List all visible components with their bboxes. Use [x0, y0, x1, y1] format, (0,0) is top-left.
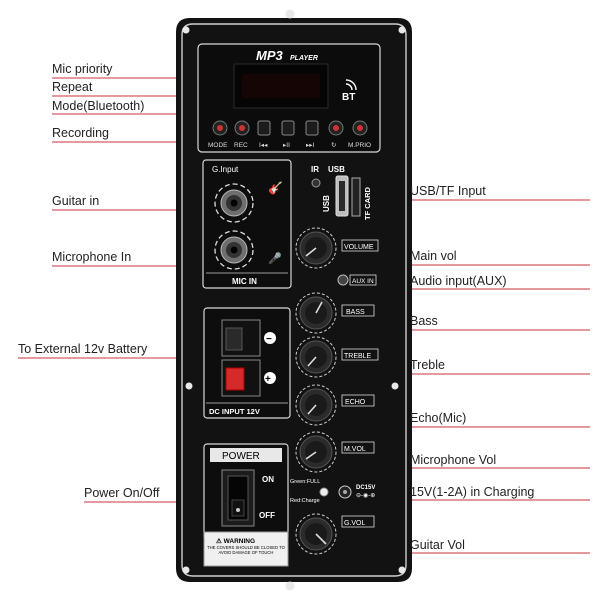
dc-input-label: DC INPUT 12V	[209, 407, 260, 416]
screw-holes	[182, 9, 406, 591]
ir-label: IR	[311, 165, 319, 174]
callout-audio-input-aux: Audio input(AUX)	[410, 274, 507, 288]
knob-gvol	[295, 513, 337, 555]
btn-play: ▸II	[283, 142, 290, 149]
knob-label-treble: TREBLE	[344, 353, 372, 360]
btn-mode: MODE	[208, 142, 228, 149]
knob-treble	[295, 336, 337, 378]
knob-mvol	[295, 431, 337, 473]
on-label: ON	[262, 475, 274, 484]
aux-in-label: AUX IN	[352, 278, 374, 285]
callout-echo-mic: Echo(Mic)	[410, 411, 467, 425]
callout-recording: Recording	[52, 126, 109, 140]
callout-main-vol: Main vol	[410, 249, 457, 263]
mp3-buttons	[212, 120, 368, 136]
warning-title: ⚠ WARNING	[216, 537, 255, 545]
callout-mode-bluetooth: Mode(Bluetooth)	[52, 99, 145, 113]
callout-bass: Bass	[410, 314, 438, 328]
warning-text: THE COVERS SHOULD BE CLOSED TO AVOID DAM…	[207, 545, 285, 555]
usb-side-label: USB	[322, 195, 331, 212]
knob-label-mvol: M.VOL	[344, 446, 366, 453]
callout-usb-tf-input: USB/TF Input	[410, 184, 486, 198]
knob-volume	[295, 227, 337, 269]
dc15v-label: DC15V	[356, 485, 375, 491]
bt-label: BT	[342, 92, 355, 103]
guitar-jack	[214, 183, 254, 223]
aux-jack	[337, 274, 349, 286]
usb-top-label: USB	[328, 165, 345, 174]
tf-card-label: TF CARD	[363, 187, 372, 220]
btn-rec: REC	[234, 142, 248, 149]
knob-label-bass: BASS	[346, 309, 365, 316]
input-module	[202, 159, 292, 289]
svg-text:−: −	[266, 334, 272, 345]
btn-prev: I◂◂	[259, 142, 268, 149]
callout-mic-priority: Mic priority	[52, 62, 113, 76]
knob-label-volume: VOLUME	[344, 244, 374, 251]
mic-jack	[214, 230, 254, 270]
ginput-label: G.Input	[212, 165, 239, 174]
green-full-label: Green:FULL	[290, 479, 320, 485]
mp3-title: MP3	[256, 48, 284, 63]
ir-sensor	[311, 178, 321, 188]
knob-bass	[295, 292, 337, 334]
callout-guitar-vol: Guitar Vol	[410, 538, 465, 552]
callout-microphone-in: Microphone In	[52, 250, 132, 264]
off-label: OFF	[259, 511, 275, 520]
svg-text:⊖-◉-⊕: ⊖-◉-⊕	[356, 493, 375, 499]
charge-led	[319, 487, 329, 497]
knob-echo	[295, 384, 337, 426]
svg-text:+: +	[265, 374, 271, 385]
callout-microphone-vol: Microphone Vol	[410, 453, 497, 467]
knob-label-echo: ECHO	[345, 399, 366, 406]
guitar-icon: 🎸	[268, 181, 283, 195]
callout-guitar-in: Guitar in	[52, 194, 100, 208]
btn-repeat: ↻	[331, 142, 337, 149]
callout-power-onoff: Power On/Off	[84, 486, 160, 500]
red-charge-label: Red:Charge	[290, 498, 320, 504]
callout-repeat: Repeat	[52, 80, 93, 94]
callout-treble: Treble	[410, 358, 445, 372]
callout-external-battery: To External 12v Battery	[18, 342, 148, 356]
knob-label-gvol: G.VOL	[344, 520, 366, 527]
mic-in-label: MIC IN	[232, 277, 257, 286]
warning-sticker	[203, 531, 289, 567]
lcd-segments	[242, 74, 320, 98]
bluetooth-icon	[345, 79, 357, 91]
tf-slot	[351, 177, 361, 217]
callout-charging: 15V(1-2A) in Charging	[410, 485, 535, 499]
btn-mprio: M.PRIO	[348, 142, 371, 149]
microphone-icon: 🎤	[268, 251, 282, 265]
power-label: POWER	[222, 451, 260, 462]
btn-next: ▸▸I	[306, 142, 315, 149]
mp3-sub: PLAYER	[290, 55, 318, 62]
